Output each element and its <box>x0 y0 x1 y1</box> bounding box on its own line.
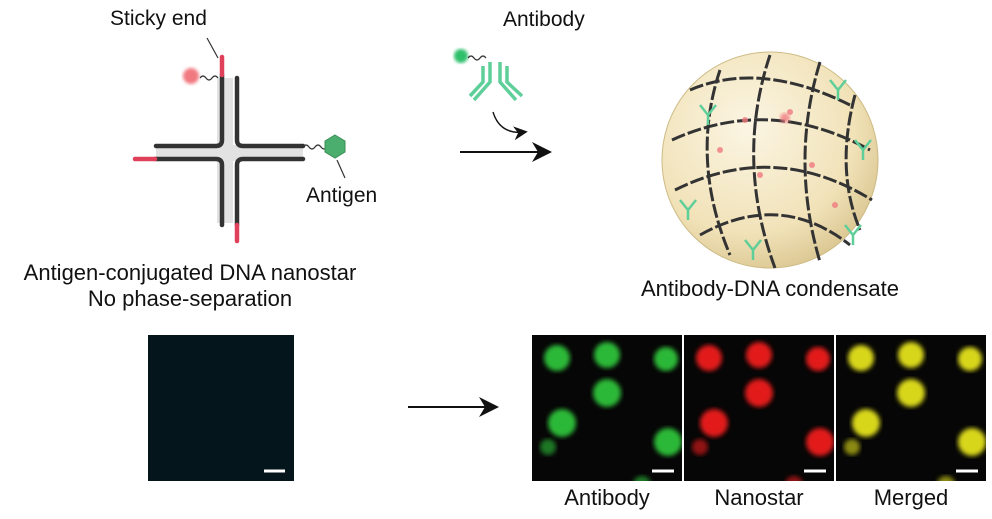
droplet <box>654 428 682 456</box>
droplet <box>544 345 570 371</box>
droplet <box>594 342 620 368</box>
panel-label: Merged <box>874 485 949 510</box>
droplet <box>540 439 556 455</box>
micrograph-antibody: Antibody <box>532 335 682 510</box>
condensate-label: Antibody-DNA condensate <box>641 276 899 301</box>
control-micrograph <box>148 335 294 481</box>
fluorophore-red <box>183 68 199 84</box>
droplet <box>806 428 834 456</box>
droplet <box>898 342 924 368</box>
droplet <box>745 379 773 407</box>
panel-label: Antibody <box>564 485 650 510</box>
droplet <box>806 347 830 371</box>
micrograph-nanostar: Nanostar <box>684 335 834 510</box>
droplet <box>844 439 860 455</box>
droplet <box>852 409 880 437</box>
sticky-end-label: Sticky end <box>110 7 207 30</box>
antibody-icon <box>454 49 524 102</box>
nanostar-subtitle: No phase-separation <box>88 286 292 311</box>
droplet <box>696 345 722 371</box>
antibody-label: Antibody <box>503 8 585 31</box>
condensate-sphere <box>661 51 879 269</box>
nanostar-title: Antigen-conjugated DNA nanostar <box>24 260 357 285</box>
droplet <box>654 347 678 371</box>
droplet <box>897 379 925 407</box>
micrograph-merged: Merged <box>836 335 986 510</box>
droplet <box>958 428 986 456</box>
droplet <box>700 409 728 437</box>
droplet <box>746 342 772 368</box>
droplet <box>548 409 576 437</box>
panel-label: Nanostar <box>714 485 803 510</box>
dna-nanostar <box>132 37 346 244</box>
antigen-label: Antigen <box>306 184 377 207</box>
droplet <box>848 345 874 371</box>
droplet <box>633 476 651 481</box>
antigen-icon <box>324 134 346 159</box>
droplet <box>937 476 955 481</box>
droplet <box>958 347 982 371</box>
droplet <box>593 379 621 407</box>
droplet <box>692 439 708 455</box>
sticky-ends <box>132 54 240 244</box>
droplet <box>785 476 803 481</box>
